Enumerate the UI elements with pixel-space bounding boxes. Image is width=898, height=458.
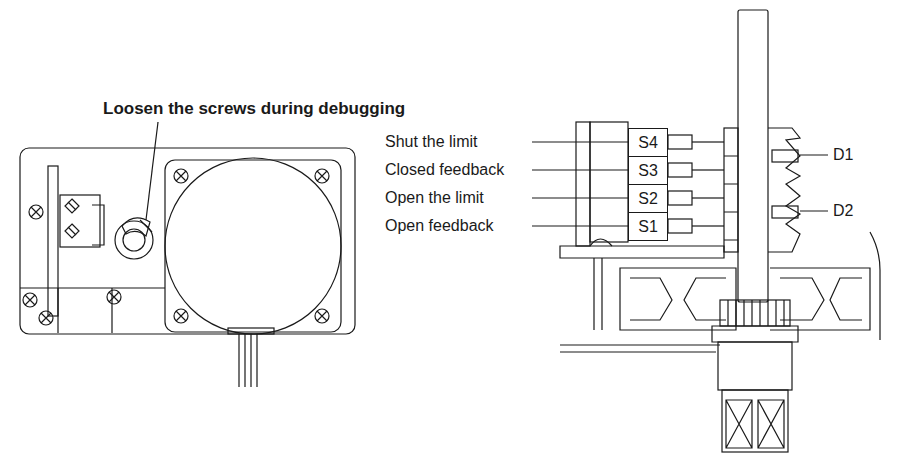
housing-edge (870, 232, 880, 340)
base-lines (20, 288, 165, 333)
housing-outline (20, 148, 355, 334)
callout-label: Open the limit (385, 190, 484, 206)
switch-name: S2 (638, 191, 658, 207)
switch-box: S1 (628, 212, 668, 241)
mount-plate (576, 122, 590, 246)
switch-box: S2 (628, 184, 668, 213)
leader-line (146, 122, 158, 220)
motor (165, 158, 341, 387)
cam (115, 218, 153, 259)
side-plate (48, 166, 58, 316)
shaft (738, 10, 768, 302)
base-plate (560, 239, 724, 352)
callout-number: D1 (833, 147, 853, 163)
switch-name: S1 (638, 219, 658, 235)
cam-stack (724, 128, 800, 252)
micro-switch (60, 195, 104, 247)
callout-label: Open feedback (385, 218, 494, 234)
callout-label: Closed feedback (385, 162, 504, 178)
leader-lines (532, 142, 828, 226)
output-stem (712, 300, 798, 452)
switch-name: S4 (638, 135, 658, 151)
switch-name: S3 (638, 163, 658, 179)
screw-heads (23, 169, 329, 325)
gears (620, 268, 870, 330)
switch-plungers (668, 135, 724, 233)
instruction-note: Loosen the screws during debugging (103, 100, 405, 117)
switch-body (590, 122, 628, 242)
callout-label: Shut the limit (385, 134, 477, 150)
switch-box: S3 (628, 156, 668, 185)
switch-box: S4 (628, 128, 668, 157)
callout-number: D2 (833, 203, 853, 219)
